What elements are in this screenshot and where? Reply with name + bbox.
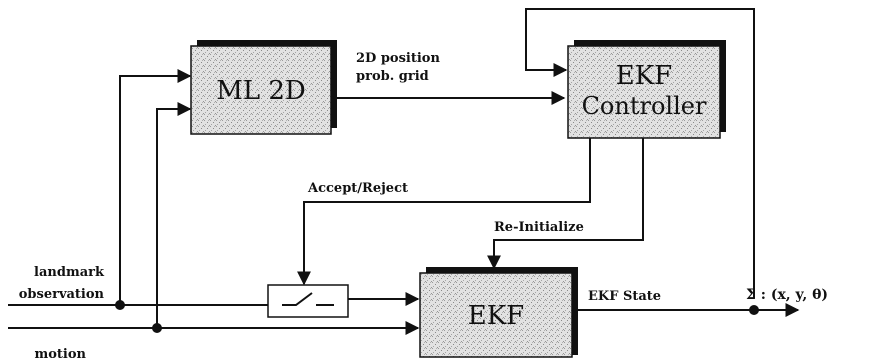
landmark-label-line1: landmark — [34, 265, 105, 280]
ekf-controller-label-line1: EKF — [616, 61, 672, 91]
output-state-label: Σ : (x, y, θ) — [746, 287, 828, 303]
ekf-block-label: EKF — [468, 301, 524, 331]
ekf-state-label: EKF State — [588, 289, 661, 304]
accept-reject-label: Accept/Reject — [307, 181, 408, 196]
ml2d-block-label: ML 2D — [216, 76, 306, 106]
reinitialize-label: Re-Initialize — [494, 220, 584, 235]
ekf-block: EKF — [419, 267, 578, 358]
motion-label: motion — [35, 347, 87, 362]
ekf-controller-label-line2: Controller — [582, 92, 707, 120]
position-grid-label-line2: prob. grid — [356, 69, 429, 84]
ml2d-block: ML 2D — [190, 40, 337, 135]
output-junction-dot — [749, 305, 759, 315]
position-grid-label-line1: 2D position — [356, 51, 440, 66]
ekf-controller-block: EKF Controller — [567, 40, 726, 139]
landmark-junction-dot — [115, 300, 125, 310]
reinitialize-wire — [487, 136, 644, 270]
landmark-to-ml2d-wire — [119, 69, 192, 305]
landmark-label-line2: observation — [19, 287, 105, 302]
feedback-wire — [525, 8, 755, 298]
motion-junction-dot — [152, 323, 162, 333]
switch-icon — [282, 292, 313, 306]
switch-block — [267, 284, 349, 318]
motion-to-ml2d-wire — [156, 102, 192, 328]
accept-reject-wire — [297, 136, 591, 286]
